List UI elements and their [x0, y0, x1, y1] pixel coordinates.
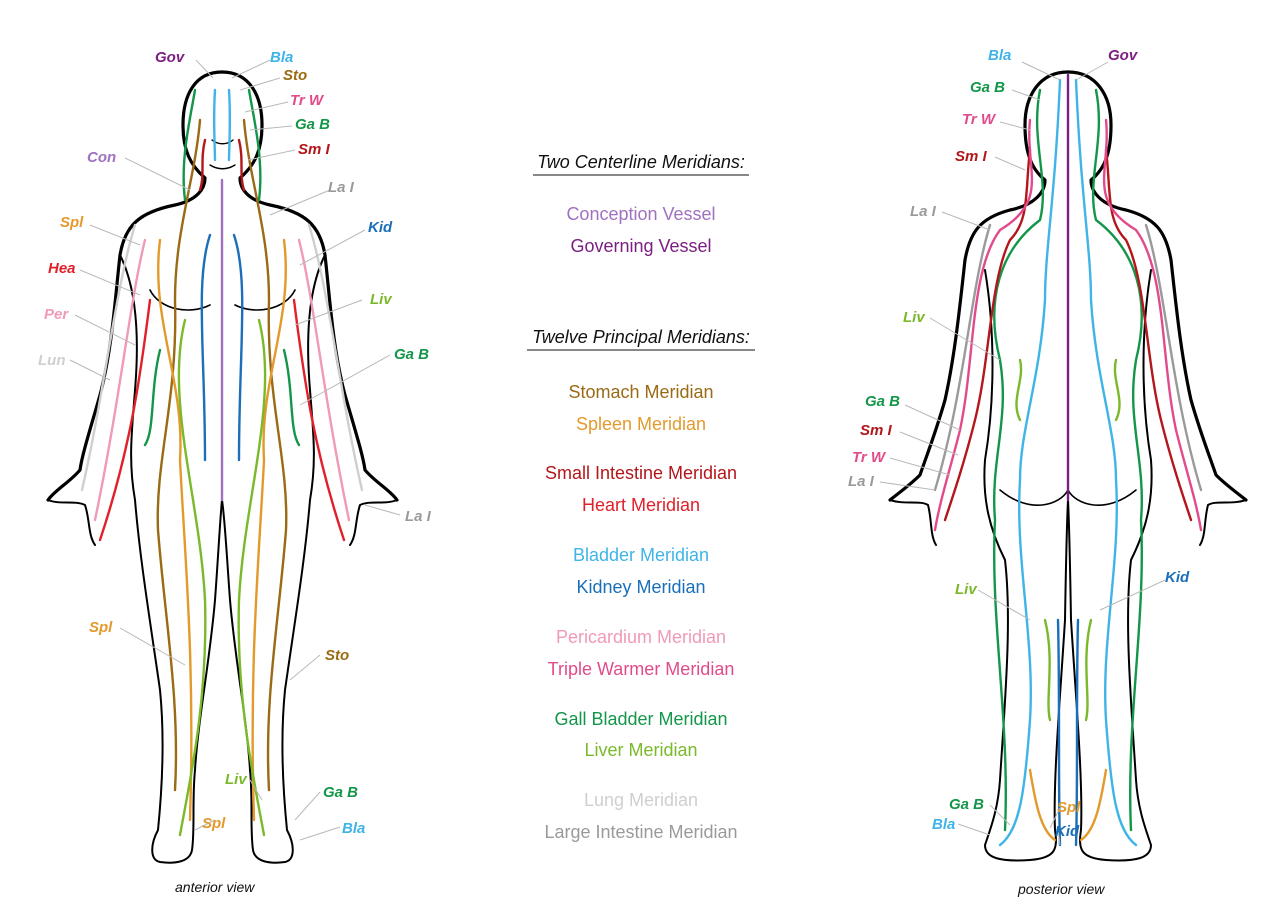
- label-la-i: La I: [848, 473, 875, 490]
- label-ga-b: Ga B: [394, 346, 429, 363]
- label-sm-i: Sm I: [298, 141, 331, 158]
- label-bla: Bla: [342, 820, 365, 837]
- label-lun: Lun: [38, 352, 66, 369]
- legend-lung: Lung Meridian: [584, 790, 698, 810]
- label-ga-b: Ga B: [865, 393, 900, 410]
- anterior-labels: Gov Bla Sto Tr W Ga B Sm I Con La I Spl …: [38, 49, 432, 837]
- label-spl: Spl: [1057, 799, 1081, 816]
- legend-small-intestine: Small Intestine Meridian: [545, 463, 737, 483]
- label-kid: Kid: [1055, 823, 1080, 840]
- posterior-meridian-lines: [935, 75, 1201, 845]
- legend-liver: Liver Meridian: [584, 740, 697, 760]
- label-la-i: La I: [405, 508, 432, 525]
- legend: Two Centerline Meridians: Conception Ves…: [527, 152, 755, 842]
- label-liv: Liv: [903, 309, 926, 326]
- legend-large-intestine: Large Intestine Meridian: [544, 822, 737, 842]
- legend-governing-vessel: Governing Vessel: [570, 236, 711, 256]
- label-tr-w: Tr W: [290, 92, 325, 109]
- label-ga-b: Ga B: [970, 79, 1005, 96]
- label-sto: Sto: [325, 647, 349, 664]
- legend-stomach: Stomach Meridian: [568, 382, 713, 402]
- legend-conception-vessel: Conception Vessel: [566, 204, 715, 224]
- legend-pericardium: Pericardium Meridian: [556, 627, 726, 647]
- anterior-meridian-lines: [82, 90, 362, 835]
- label-gov: Gov: [1108, 47, 1139, 64]
- posterior-figure: Bla Gov Ga B Tr W Sm I La I Liv Ga B Sm …: [848, 47, 1246, 897]
- anterior-leader-lines: [70, 60, 400, 840]
- label-liv: Liv: [955, 581, 978, 598]
- label-ga-b: Ga B: [949, 796, 984, 813]
- label-spl: Spl: [60, 214, 84, 231]
- label-sto: Sto: [283, 67, 307, 84]
- bladder-meridian-line: [214, 90, 230, 160]
- label-kid: Kid: [1165, 569, 1190, 586]
- label-hea: Hea: [48, 260, 76, 277]
- label-kid: Kid: [368, 219, 393, 236]
- label-bla: Bla: [270, 49, 293, 66]
- posterior-caption: posterior view: [1017, 881, 1105, 897]
- label-sm-i: Sm I: [860, 422, 893, 439]
- label-ga-b: Ga B: [295, 116, 330, 133]
- legend-kidney: Kidney Meridian: [576, 577, 705, 597]
- label-tr-w: Tr W: [852, 449, 887, 466]
- label-ga-b: Ga B: [323, 784, 358, 801]
- legend-triple-warmer: Triple Warmer Meridian: [548, 659, 735, 679]
- principal-heading: Twelve Principal Meridians:: [532, 327, 750, 347]
- legend-spleen: Spleen Meridian: [576, 414, 706, 434]
- label-liv: Liv: [370, 291, 393, 308]
- posterior-labels: Bla Gov Ga B Tr W Sm I La I Liv Ga B Sm …: [848, 47, 1190, 840]
- anterior-caption: anterior view: [175, 879, 255, 895]
- label-bla: Bla: [932, 816, 955, 833]
- centerline-heading: Two Centerline Meridians:: [537, 152, 745, 172]
- label-gov: Gov: [155, 49, 186, 66]
- label-bla: Bla: [988, 47, 1011, 64]
- label-spl: Spl: [202, 815, 226, 832]
- label-la-i: La I: [910, 203, 937, 220]
- label-la-i: La I: [328, 179, 355, 196]
- legend-bladder: Bladder Meridian: [573, 545, 709, 565]
- legend-gall-bladder: Gall Bladder Meridian: [554, 709, 727, 729]
- label-con: Con: [87, 149, 116, 166]
- label-spl: Spl: [89, 619, 113, 636]
- label-liv: Liv: [225, 771, 248, 788]
- label-per: Per: [44, 306, 69, 323]
- anterior-figure: Gov Bla Sto Tr W Ga B Sm I Con La I Spl …: [38, 49, 432, 895]
- label-sm-i: Sm I: [955, 148, 988, 165]
- label-tr-w: Tr W: [962, 111, 997, 128]
- legend-heart: Heart Meridian: [582, 495, 700, 515]
